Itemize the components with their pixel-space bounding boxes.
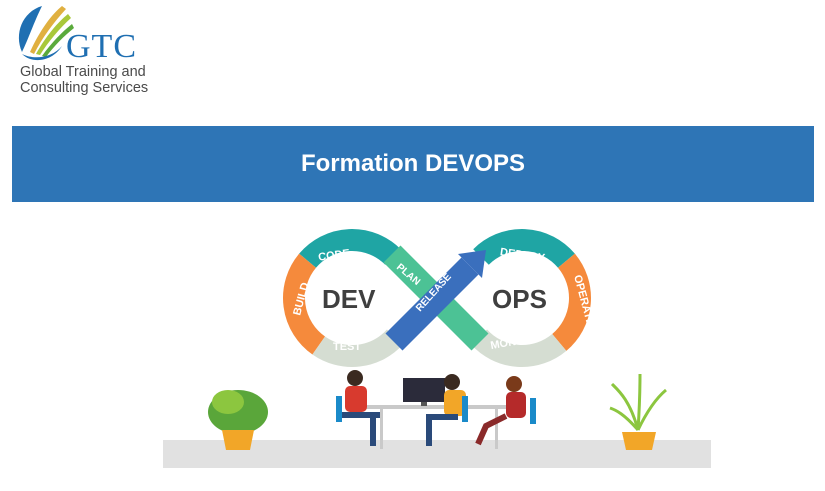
code-arc	[299, 229, 401, 269]
stage-code: CODE	[317, 247, 350, 263]
floor	[163, 440, 711, 468]
left-plant	[208, 390, 268, 450]
stage-test: TEST	[333, 341, 361, 353]
logo-tagline: Global Training and Consulting Services	[20, 64, 148, 96]
desk	[365, 405, 515, 409]
page-title: Formation DEVOPS	[300, 150, 526, 177]
person-left	[336, 370, 380, 446]
logo-tagline-line2: Consulting Services	[20, 80, 149, 96]
monitor	[403, 378, 445, 402]
person-right	[475, 376, 536, 446]
person-middle	[426, 374, 468, 446]
test-arc	[312, 329, 404, 367]
ops-label: OPS	[492, 284, 547, 314]
logo-brand: GTC	[66, 28, 137, 65]
operate-arc	[551, 253, 591, 351]
release-arrow-head	[458, 250, 486, 278]
monitor-arc	[470, 329, 567, 367]
build-arc	[283, 253, 326, 355]
title-banner: Formation DEVOPS	[12, 126, 814, 202]
dev-label: DEV	[322, 284, 376, 314]
logo-tagline-line1: Global Training and	[20, 64, 146, 80]
deploy-arc	[473, 229, 575, 269]
right-plant	[609, 373, 667, 450]
release-band	[385, 257, 479, 351]
